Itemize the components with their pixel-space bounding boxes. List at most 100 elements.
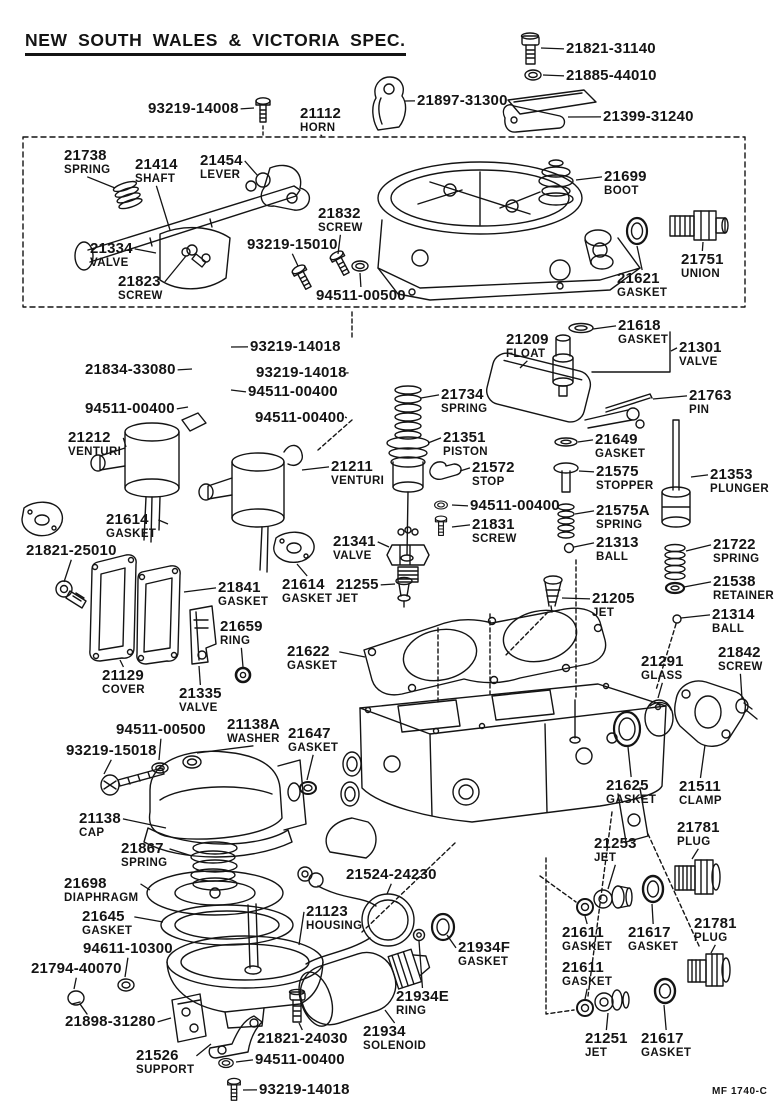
part-label: SPRING: [121, 856, 168, 869]
part-label: PLUNGER: [710, 482, 770, 495]
leader-line: [177, 368, 193, 371]
part-number: 21645: [82, 908, 125, 925]
union-21751-drawing: [669, 210, 729, 241]
part-number: 21794-40070: [31, 960, 122, 977]
part-number: 21251: [585, 1030, 628, 1047]
leader-line: [230, 389, 247, 393]
part-callout-93219-14018: 93219-14018: [250, 339, 341, 355]
leader-line: [344, 416, 348, 419]
part-label: GASKET: [287, 659, 338, 672]
leader-line: [122, 437, 127, 448]
spec-title: NEW SOUTH WALES & VICTORIA SPEC.: [25, 30, 406, 56]
part-number: 21821-31140: [566, 40, 656, 57]
leader-line: [298, 1022, 303, 1031]
leader-line: [739, 673, 743, 700]
part-number: 94511-00500: [116, 721, 206, 738]
venturi-21211-drawing: [198, 444, 303, 573]
boot-21699-drawing: [538, 159, 574, 206]
part-number: 21834-33080: [85, 361, 176, 378]
leader-line: [380, 583, 396, 586]
bolt-21821-31140-drawing: [520, 32, 540, 65]
part-label: GLASS: [641, 669, 683, 682]
leader-line: [240, 647, 244, 668]
leader-line: [420, 394, 440, 399]
part-number: 21659: [220, 618, 263, 635]
part-label: SUPPORT: [136, 1063, 195, 1076]
part-label: GASKET: [617, 286, 668, 299]
leader-line: [605, 1012, 609, 1031]
part-number: 93219-14018: [250, 338, 341, 355]
leader-line: [73, 977, 77, 990]
leader-line: [542, 74, 565, 77]
part-number: 93219-14008: [148, 100, 239, 117]
part-label: BOOT: [604, 184, 639, 197]
part-label: DIAPHRAGM: [64, 891, 139, 904]
leader-line: [701, 241, 704, 252]
leader-line: [359, 272, 362, 288]
part-number: 21649: [595, 431, 638, 448]
part-label: RETAINER: [713, 589, 775, 602]
leader-line: [87, 176, 116, 189]
leader-line: [134, 248, 157, 254]
part-label: SHAFT: [135, 172, 176, 185]
part-callout-94511-00400: 94511-00400: [255, 1052, 345, 1068]
leader-line: [298, 911, 305, 946]
part-label: GASKET: [82, 924, 133, 937]
part-label: BALL: [712, 622, 745, 635]
leader-line: [176, 406, 189, 410]
part-number: 21781: [694, 915, 737, 932]
part-number: 21414: [135, 156, 178, 173]
part-number: 21763: [689, 387, 732, 404]
part-label: SCREW: [718, 660, 763, 673]
part-label: VALVE: [90, 256, 129, 269]
part-callout-21399-31240: 21399-31240: [603, 109, 694, 125]
part-number: 21212: [68, 429, 111, 446]
part-number: 21867: [121, 840, 164, 857]
part-number: 94511-00400: [255, 409, 345, 426]
part-label: JET: [594, 851, 617, 864]
part-label: GASKET: [628, 940, 679, 953]
leader-line: [691, 848, 699, 860]
part-number: 21647: [288, 725, 331, 742]
part-number: 21538: [713, 573, 756, 590]
part-callout-94511-00400: 94511-00400: [248, 384, 338, 400]
part-number: 21313: [596, 534, 639, 551]
part-callout-93219-15010: 93219-15010: [247, 237, 338, 253]
washer-21885-drawing: [524, 69, 542, 81]
part-number: 21211: [331, 458, 373, 475]
part-label: GASKET: [218, 595, 269, 608]
leader-line: [196, 745, 254, 754]
part-number: 21112: [300, 105, 342, 122]
part-number: 94511-00400: [248, 383, 338, 400]
part-number: 21831: [472, 516, 515, 533]
part-number: 21351: [443, 429, 486, 446]
part-label: SPRING: [713, 552, 760, 565]
part-label: RING: [396, 1004, 427, 1017]
part-number: 93219-14018: [256, 364, 347, 381]
leader-line: [699, 744, 706, 779]
leader-line: [384, 1009, 396, 1024]
part-callout-21897-31300: 21897-31300: [417, 93, 508, 109]
part-number: 21934E: [396, 988, 449, 1005]
leader-line: [670, 347, 678, 352]
part-callout-21821-25010: 21821-25010: [26, 543, 117, 559]
part-label: CAP: [79, 826, 105, 839]
leader-line: [244, 160, 259, 177]
leader-line: [584, 988, 588, 1000]
